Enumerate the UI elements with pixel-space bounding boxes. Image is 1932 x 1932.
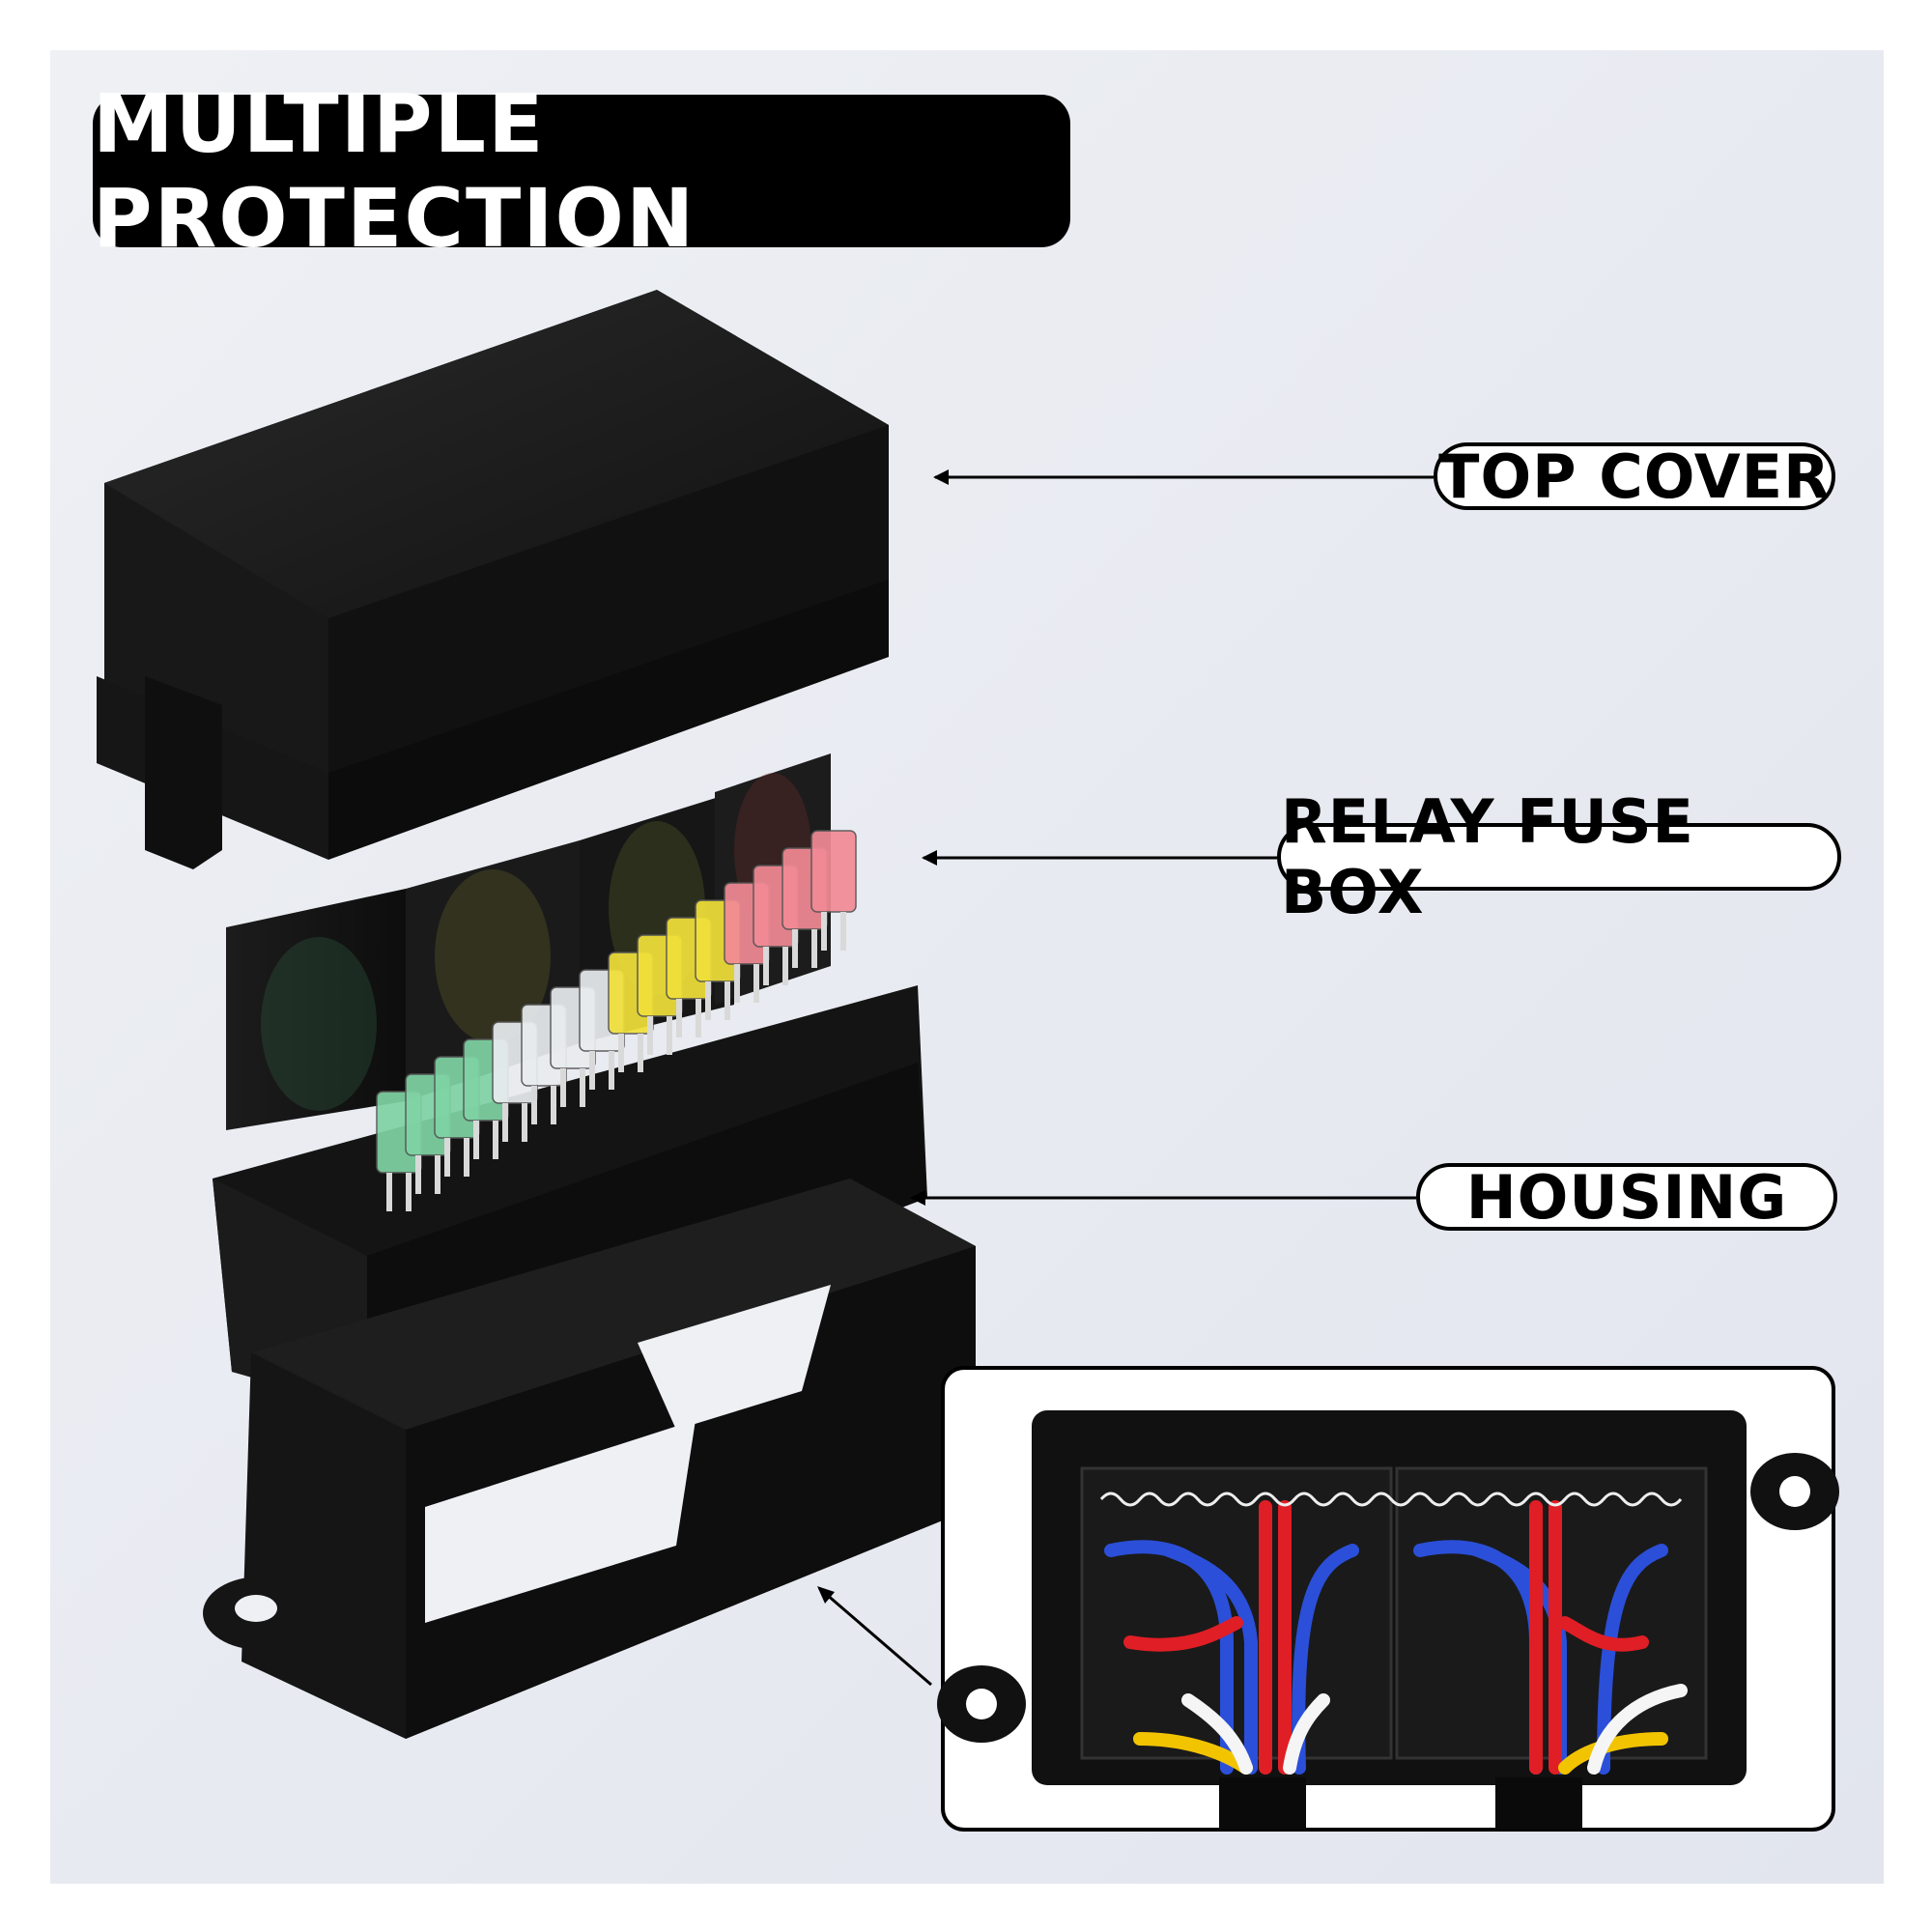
fuse-leg [763, 947, 769, 985]
fuse-leg [493, 1121, 498, 1159]
page-title: MULTIPLE PROTECTION [93, 76, 696, 266]
fuse-leg [705, 981, 711, 1020]
fuse-leg [782, 947, 788, 985]
inset-wires [1104, 1500, 1688, 1775]
label-housing: HOUSING [1416, 1161, 1837, 1233]
relay-1 [226, 889, 406, 1130]
fuse-leg [386, 1173, 392, 1211]
fuse-row [376, 830, 857, 1211]
housing [203, 1179, 976, 1739]
inset-panel [937, 1366, 1839, 1832]
fuse-leg [667, 1016, 672, 1055]
fuse-leg [609, 1051, 614, 1090]
fuse-leg [792, 929, 798, 968]
fuse-leg [840, 912, 846, 951]
label-top-cover-text: TOP COVER [1438, 440, 1831, 512]
fuse-leg [464, 1138, 469, 1177]
inset-cable-grommet-left [1219, 1777, 1306, 1830]
fuse-leg [638, 1034, 643, 1072]
fuse-leg [811, 929, 817, 968]
cover-latch [145, 676, 222, 869]
fuse-leg [444, 1138, 450, 1177]
fuse-leg [473, 1121, 479, 1159]
fuse-leg [551, 1086, 556, 1124]
leader-inset [818, 1586, 932, 1687]
top-cover [97, 290, 889, 869]
housing-opening-left [425, 1420, 696, 1623]
arrow-heads [817, 469, 949, 1604]
fuse-leg [647, 1016, 653, 1055]
fuse-leg [821, 912, 827, 951]
fuse-leg [560, 1068, 566, 1107]
fuse-leg [502, 1103, 508, 1142]
fuse-leg [589, 1051, 595, 1090]
fuse-leg [618, 1034, 624, 1072]
inset-jumper-wire [1099, 1492, 1683, 1507]
fuse-leg [753, 964, 759, 1003]
fuse-leg [522, 1103, 527, 1142]
fuse-leg [531, 1086, 537, 1124]
label-top-cover: TOP COVER [1434, 440, 1835, 512]
fuse-red [810, 830, 857, 913]
fuse-leg [734, 964, 740, 1003]
fuse-leg [676, 999, 682, 1037]
label-housing-text: HOUSING [1465, 1161, 1788, 1233]
fuse-leg [696, 999, 701, 1037]
title-banner: MULTIPLE PROTECTION [93, 76, 1070, 266]
housing-opening-right [638, 1285, 831, 1430]
fuse-leg [724, 981, 730, 1020]
label-relay-fuse-box-text: RELAY FUSE BOX [1281, 786, 1694, 927]
label-relay-fuse-box: RELAY FUSE BOX [1277, 786, 1841, 927]
inset-cable-grommet-right [1495, 1777, 1582, 1830]
fuse-leg [406, 1173, 412, 1211]
leader-lines [818, 475, 1434, 1687]
fuse-leg [435, 1155, 440, 1194]
fuse-leg [580, 1068, 585, 1107]
fuse-leg [415, 1155, 421, 1194]
